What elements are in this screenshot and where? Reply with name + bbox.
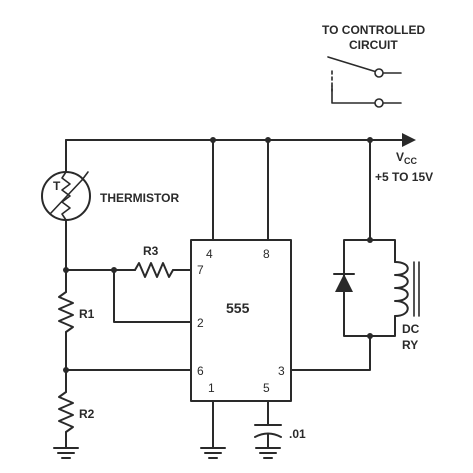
ground-r2-icon [53, 447, 79, 459]
label-capacitor: .01 [289, 427, 306, 441]
relay-contact-switch [327, 56, 402, 108]
contact-upper-terminal [374, 68, 384, 78]
label-vcc: VCC [396, 150, 418, 166]
label-r3: R3 [143, 244, 159, 258]
ground-pin1-icon [200, 447, 226, 459]
contact-lower-wire [331, 85, 402, 104]
switch-blade [327, 56, 381, 74]
label-relay-dc: DC [402, 322, 420, 336]
pin2-wire [113, 269, 192, 323]
ic-555-body [190, 239, 292, 402]
resistor-r3 [134, 262, 174, 278]
relay-coil-icon [394, 261, 420, 317]
pin3-wire [290, 335, 371, 371]
label-thermistor: THERMISTOR [100, 191, 179, 205]
label-r1: R1 [79, 307, 95, 321]
pin-label-6: 6 [197, 364, 204, 378]
node-vcc-pin4 [210, 137, 216, 143]
node-vcc-relay [367, 137, 373, 143]
thermistor: T [41, 171, 91, 221]
pin-label-4: 4 [206, 247, 213, 261]
pin-label-1: 1 [208, 381, 215, 395]
label-r2: R2 [79, 407, 95, 421]
thermistor-variable-arrow [49, 179, 83, 215]
flyback-diode [333, 273, 355, 292]
ic-555-label: 555 [226, 300, 250, 316]
pin-label-7: 7 [197, 263, 204, 277]
contact-lower-terminal [374, 98, 384, 108]
pin-label-2: 2 [197, 316, 204, 330]
node-vcc-pin8 [265, 137, 271, 143]
vcc-arrow-icon [402, 133, 416, 147]
label-circuit: CIRCUIT [349, 38, 398, 52]
label-to-controlled: TO CONTROLLED [322, 23, 425, 37]
coil-bottom-wire [369, 315, 396, 337]
resistor-r2 [58, 391, 74, 433]
coil-top-wire [369, 239, 396, 263]
thermistor-resistor-zigzag [61, 171, 71, 221]
pin-label-5: 5 [263, 381, 270, 395]
label-vcc-range: +5 TO 15V [375, 170, 433, 184]
ground-cap-icon [255, 447, 281, 459]
diode-triangle [335, 274, 353, 292]
resistor-r1 [58, 291, 74, 333]
label-relay-ry: RY [402, 338, 418, 352]
pin-label-8: 8 [263, 247, 270, 261]
thermistor-variable-hook [81, 171, 89, 181]
thermistor-symbol-letter: T [53, 179, 61, 193]
pin-label-3: 3 [278, 364, 285, 378]
